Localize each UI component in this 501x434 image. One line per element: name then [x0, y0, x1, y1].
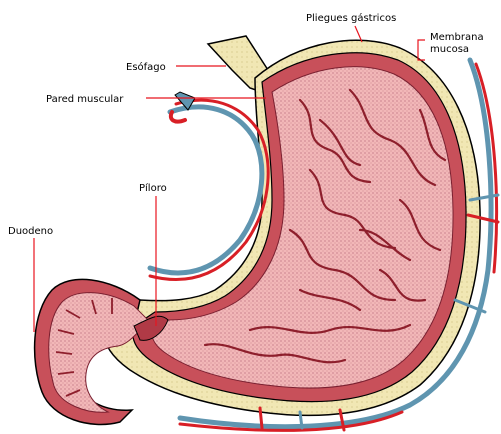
label-membrana-line2: mucosa [430, 44, 469, 55]
label-pliegues: Pliegues gástricos [306, 12, 396, 24]
label-pared: Pared muscular [46, 94, 124, 105]
label-piloro: Píloro [139, 182, 167, 194]
label-membrana-line1: Membrana [430, 32, 484, 43]
gastric-mucosa [152, 67, 453, 388]
label-esofago: Esófago [126, 61, 166, 73]
leader-membrana [418, 40, 425, 60]
label-duodeno: Duodeno [8, 226, 53, 237]
